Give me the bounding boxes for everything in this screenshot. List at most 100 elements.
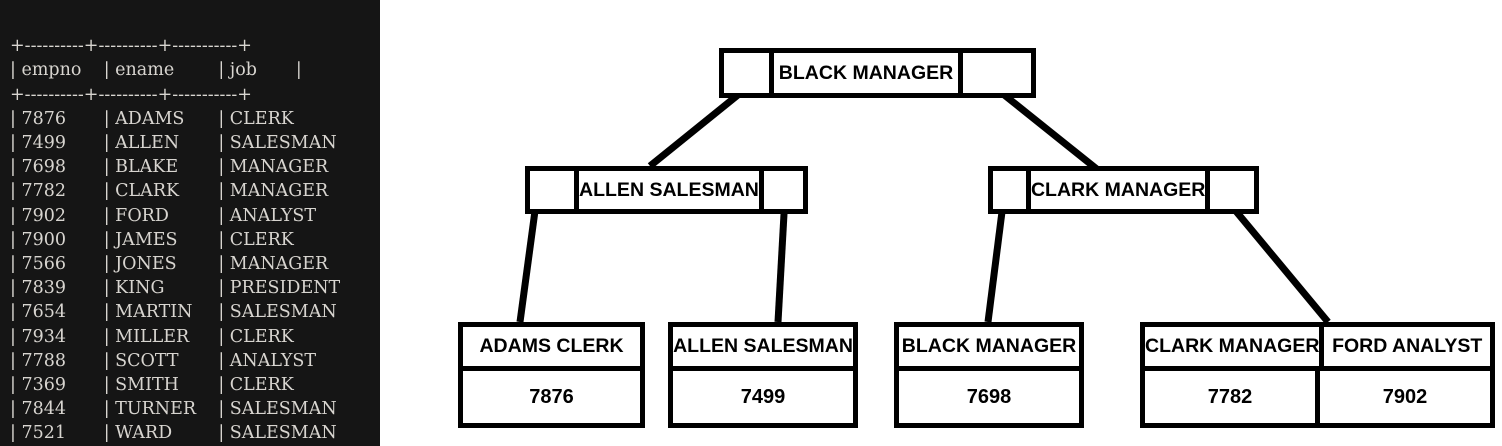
row-pipe: | bbox=[10, 205, 22, 226]
table-row: | 7499 | ALLEN | SALESMAN bbox=[10, 131, 340, 155]
row-pipe: | bbox=[218, 399, 230, 420]
header-label-empno: empno bbox=[21, 60, 82, 81]
pad bbox=[196, 399, 218, 419]
tree-node-root[interactable]: BLACK MANAGER bbox=[719, 48, 1036, 98]
header-cell-empno: | bbox=[10, 60, 22, 81]
row-pipe: | bbox=[103, 350, 116, 371]
header-cell-job: | bbox=[218, 60, 230, 81]
pad bbox=[169, 206, 202, 226]
pad bbox=[66, 181, 94, 201]
table-row: | 7521 | WARD | SALESMAN bbox=[10, 421, 340, 445]
cell-ename: CLARK bbox=[115, 181, 180, 202]
cell-ename: KING bbox=[115, 278, 165, 299]
leaf-clark-header-cell: CLARK MANAGER bbox=[1145, 327, 1325, 366]
cell-job: CLERK bbox=[229, 108, 294, 129]
leaf-adams-header-cell: ADAMS CLERK bbox=[479, 335, 624, 357]
pad bbox=[179, 375, 207, 395]
pad-4: | bbox=[295, 60, 302, 81]
cell-job: MANAGER bbox=[229, 157, 329, 178]
row-pipe: | bbox=[218, 108, 230, 129]
table-row: | 7654 | MARTIN | SALESMAN bbox=[10, 300, 340, 324]
header-label-job: job bbox=[229, 60, 257, 81]
cell-job: ANALYST bbox=[229, 350, 317, 371]
row-pipe: | bbox=[10, 375, 22, 396]
border-header-text: +----------+----------+-----------+ bbox=[10, 84, 252, 105]
pad bbox=[66, 351, 94, 371]
row-pipe: | bbox=[218, 302, 230, 323]
cell-ename: WARD bbox=[115, 423, 173, 444]
row-pipe: | bbox=[218, 278, 230, 299]
pad bbox=[179, 181, 207, 201]
pad bbox=[177, 254, 205, 274]
pad bbox=[193, 302, 215, 322]
cell-empno: 7698 bbox=[21, 157, 67, 178]
pad bbox=[66, 278, 94, 298]
row-pipe: | bbox=[218, 229, 230, 250]
cell-ename: SMITH bbox=[115, 375, 179, 396]
table-row: | 7902 | FORD | ANALYST bbox=[10, 204, 340, 228]
row-pipe: | bbox=[103, 375, 116, 396]
pad bbox=[189, 327, 211, 347]
row-pipe: | bbox=[10, 350, 22, 371]
row-pipe: | bbox=[103, 423, 116, 444]
table-row: | 7698 | BLAKE | MANAGER bbox=[10, 155, 340, 179]
link-right-child-to-black bbox=[984, 195, 1008, 323]
cell-empno: 7902 bbox=[21, 205, 67, 226]
right-child-left-pointer-cell[interactable] bbox=[993, 171, 1031, 209]
leaf-black-header-cell: BLACK MANAGER bbox=[901, 335, 1077, 357]
root-right-pointer-cell[interactable] bbox=[958, 53, 1031, 93]
pad bbox=[178, 230, 206, 250]
leaf-adams-value-row: 7876 bbox=[463, 371, 640, 423]
query-result-table: +----------+----------+-----------+ | em… bbox=[10, 10, 370, 446]
row-pipe: | bbox=[103, 302, 116, 323]
cell-empno: 7654 bbox=[21, 302, 67, 323]
right-child-right-pointer-cell[interactable] bbox=[1205, 171, 1254, 209]
pad-1 bbox=[81, 60, 103, 80]
tree-node-right-child[interactable]: CLARK MANAGER bbox=[988, 166, 1259, 214]
cell-ename: TURNER bbox=[115, 399, 197, 420]
table-row: | 7782 | CLARK | MANAGER bbox=[10, 179, 340, 203]
pad bbox=[66, 423, 94, 443]
table-border-top: +----------+----------+-----------+ bbox=[10, 34, 340, 58]
left-child-label: ALLEN SALESMAN bbox=[579, 178, 759, 201]
terminal-panel: +----------+----------+-----------+ | em… bbox=[0, 0, 380, 446]
row-pipe: | bbox=[218, 157, 230, 178]
cell-job: MANAGER bbox=[229, 254, 329, 275]
cell-job: CLERK bbox=[229, 326, 294, 347]
table-row: | 7900 | JAMES | CLERK bbox=[10, 228, 340, 252]
tree-diagram: BLACK MANAGER ALLEN SALESMAN CLARK MANAG… bbox=[380, 0, 1502, 446]
leaf-clark-value-cell: 7782 bbox=[1145, 371, 1320, 423]
row-pipe: | bbox=[10, 133, 22, 154]
pad bbox=[66, 327, 94, 347]
cell-ename: BLAKE bbox=[115, 157, 179, 178]
pad bbox=[66, 302, 94, 322]
cell-empno: 7844 bbox=[21, 399, 67, 420]
left-child-right-pointer-cell[interactable] bbox=[758, 171, 803, 209]
left-child-left-pointer-cell[interactable] bbox=[530, 171, 580, 209]
cell-ename: MILLER bbox=[115, 326, 190, 347]
leaf-node-black[interactable]: BLACK MANAGER 7698 bbox=[894, 322, 1084, 428]
row-pipe: | bbox=[10, 278, 22, 299]
row-pipe: | bbox=[103, 399, 116, 420]
tree-node-left-child[interactable]: ALLEN SALESMAN bbox=[525, 166, 808, 214]
cell-ename: FORD bbox=[115, 205, 169, 226]
root-left-pointer-cell[interactable] bbox=[724, 53, 774, 93]
row-pipe: | bbox=[103, 254, 116, 275]
cell-empno: 7499 bbox=[21, 133, 67, 154]
leaf-node-clark-ford[interactable]: CLARK MANAGER FORD ANALYST 7782 7902 bbox=[1140, 322, 1495, 428]
cell-job: PRESIDENT bbox=[229, 278, 341, 299]
row-pipe: | bbox=[103, 326, 116, 347]
table-row: | 7788 | SCOTT | ANALYST bbox=[10, 349, 340, 373]
pad bbox=[66, 375, 94, 395]
cell-ename: ADAMS bbox=[115, 108, 185, 129]
leaf-node-adams[interactable]: ADAMS CLERK 7876 bbox=[458, 322, 645, 428]
row-pipe: | bbox=[103, 157, 116, 178]
leaf-node-allen[interactable]: ALLEN SALESMAN 7499 bbox=[668, 322, 858, 428]
pad bbox=[66, 399, 94, 419]
row-pipe: | bbox=[10, 229, 22, 250]
leaf-ford-header-cell: FORD ANALYST bbox=[1332, 335, 1483, 357]
row-pipe: | bbox=[218, 423, 230, 444]
row-pipe: | bbox=[218, 375, 230, 396]
row-pipe: | bbox=[10, 302, 22, 323]
pad bbox=[172, 423, 205, 443]
